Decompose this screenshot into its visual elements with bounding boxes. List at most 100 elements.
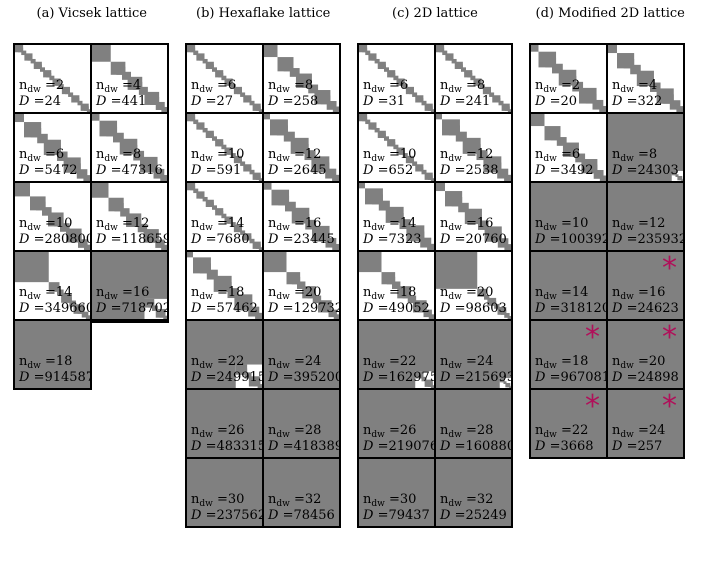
diagonal-block (304, 150, 316, 161)
dimension-value: 483315 (216, 439, 262, 454)
ndw-label: ndw =2 (19, 78, 65, 95)
diagonal-block (427, 243, 434, 250)
dimension-label: D =235932 (612, 233, 683, 246)
sparsity-pattern (92, 252, 167, 319)
matrix-block (436, 390, 511, 457)
ndw-label: ndw =8 (96, 147, 142, 164)
ndw-value: 14 (571, 285, 589, 300)
diagonal-block (503, 381, 507, 384)
sparsity-pattern (264, 321, 339, 388)
dimension-label: D =395200 (268, 371, 339, 384)
dimension-label: D =160880 (440, 440, 511, 453)
ndw-label: ndw =8 (268, 78, 314, 95)
diagonal-block (230, 222, 236, 227)
sparsity-pattern (264, 183, 339, 250)
dimension-label: D =3668 (535, 439, 594, 454)
ndw-label: ndw =24 (268, 354, 322, 371)
diagonal-block (148, 302, 155, 308)
asterisk-marker: * (662, 321, 677, 355)
diagonal-block (199, 56, 205, 61)
diagonal-block (76, 169, 88, 179)
diagonal-block (451, 58, 457, 64)
diagonal-block (486, 89, 491, 95)
ndw-value: 8 (304, 78, 314, 93)
ndw-value: 26 (227, 423, 245, 438)
dimension-value: 27 (216, 94, 234, 109)
sparsity-pattern (608, 183, 683, 250)
ndw-label: ndw =24 (612, 423, 666, 440)
diagonal-block (328, 309, 337, 318)
diagonal-block (550, 131, 561, 141)
ndw-label: ndw =12 (96, 216, 150, 233)
sparsity-pattern (92, 114, 167, 181)
diagonal-block (77, 100, 83, 106)
diagonal-block (30, 58, 36, 64)
diagonal-block (202, 196, 208, 202)
sparsity-pattern (436, 252, 511, 319)
diagonal-block (159, 312, 166, 318)
diagonal-block (318, 231, 330, 242)
dimension-value: 25249 (465, 508, 507, 523)
matrix-block (608, 183, 683, 250)
diagonal-block (498, 100, 504, 106)
dimension-label: D =318120 (535, 302, 606, 315)
ndw-label: ndw =24 (440, 354, 494, 371)
diagonal-block (302, 79, 312, 88)
diagonal-block (312, 295, 322, 304)
matrix-block (264, 252, 287, 273)
diagonal-block (371, 125, 377, 130)
diagonal-block (85, 315, 90, 319)
diagonal-block (240, 161, 246, 166)
diagonal-block (500, 309, 507, 315)
panel-title: (d) Modified 2D lattice (535, 6, 685, 21)
dimension-value: 215693 (465, 370, 511, 385)
diagonal-block (86, 109, 90, 112)
sparsity-pattern (187, 45, 262, 112)
diagonal-block (392, 281, 401, 289)
matrix-cell: ndw =18D =9145872 (15, 321, 90, 388)
dimension-value: 249915 (216, 370, 262, 385)
diagonal-block (630, 64, 641, 75)
sparsity-pattern (608, 252, 683, 319)
dimension-value: 7323 (388, 232, 422, 247)
diagonal-block (199, 194, 205, 199)
diagonal-block (599, 105, 606, 112)
dimension-label: D =24623 (612, 301, 679, 316)
diagonal-block (412, 161, 418, 166)
ndw-value: 4 (132, 78, 142, 93)
diagonal-block (70, 163, 81, 173)
diagonal-block (199, 263, 211, 274)
diagonal-block (131, 218, 142, 228)
diagonal-block (593, 170, 604, 179)
sparsity-pattern (359, 252, 434, 319)
diagonal-block (332, 243, 339, 250)
diagonal-block (230, 84, 236, 89)
sparsity-pattern (15, 114, 90, 181)
ndw-label: ndw =6 (363, 78, 409, 95)
dimension-label: D =20760 (440, 232, 507, 247)
diagonal-block (507, 109, 511, 112)
diagonal-block (399, 150, 405, 155)
matrix-block (531, 183, 606, 250)
dimension-label: D =483315 (191, 440, 262, 453)
diagonal-block (476, 81, 482, 86)
diagonal-block (83, 175, 90, 181)
ndw-value: 8 (648, 147, 658, 162)
diagonal-block (208, 202, 214, 208)
dimension-value: 7680 (216, 232, 250, 247)
diagonal-block (240, 368, 248, 375)
diagonal-block (643, 76, 654, 87)
sparsity-pattern (359, 183, 434, 250)
diagonal-block (208, 64, 214, 70)
sparsity-pattern (264, 390, 339, 457)
diagonal-block (556, 137, 567, 146)
